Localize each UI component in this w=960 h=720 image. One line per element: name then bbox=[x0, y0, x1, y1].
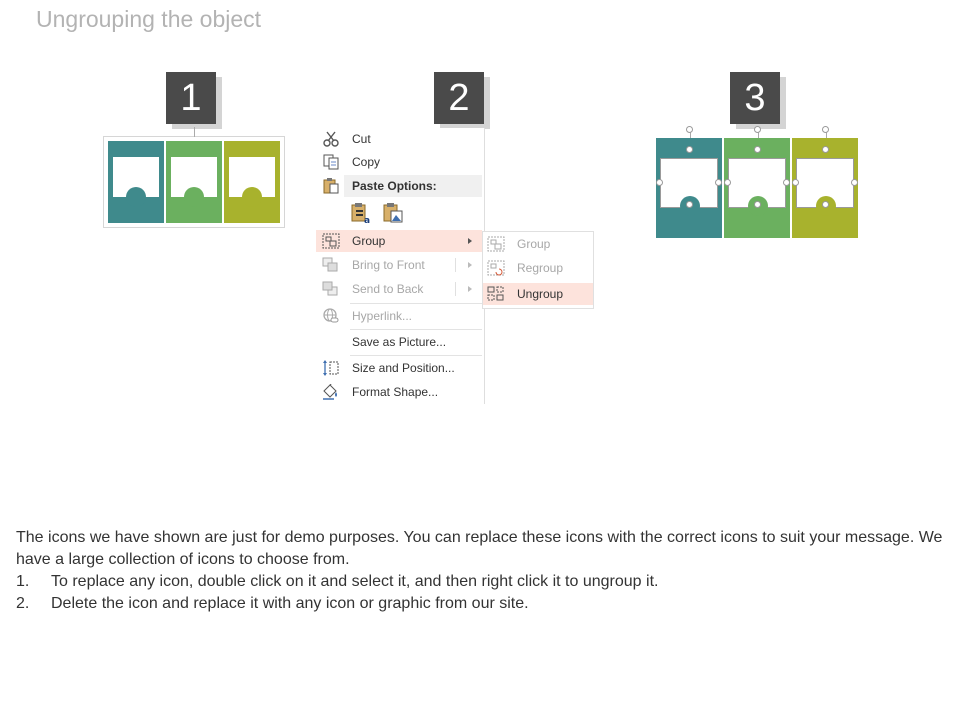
svg-text:a: a bbox=[364, 216, 370, 224]
rotate-stem bbox=[194, 127, 195, 137]
resize-handle[interactable] bbox=[686, 201, 693, 208]
menu-item-size-and-position[interactable]: Size and Position... bbox=[316, 357, 482, 379]
bring-to-front-icon bbox=[322, 257, 338, 272]
submenu-item-group[interactable]: Group bbox=[483, 233, 593, 255]
step-badge-2: 2 bbox=[434, 72, 484, 124]
puzzle-piece-teal[interactable] bbox=[656, 138, 722, 238]
resize-handle[interactable] bbox=[724, 179, 731, 186]
list-text: Delete the icon and replace it with any … bbox=[51, 595, 529, 612]
menu-item-label: Save as Picture... bbox=[352, 335, 447, 349]
step-badge-1: 1 bbox=[166, 72, 216, 124]
menu-item-label: Group bbox=[352, 234, 386, 248]
rotate-stem bbox=[690, 132, 691, 138]
menu-item-group[interactable]: Group bbox=[316, 230, 482, 252]
submenu-arrow-icon bbox=[468, 238, 472, 244]
submenu-item-label: Regroup bbox=[517, 261, 564, 275]
puzzle-piece-olive[interactable] bbox=[224, 141, 280, 223]
resize-handle[interactable] bbox=[822, 146, 829, 153]
rotate-handle[interactable] bbox=[822, 126, 829, 133]
resize-handle[interactable] bbox=[783, 179, 790, 186]
rotate-handle[interactable] bbox=[686, 126, 693, 133]
menu-item-label: Hyperlink... bbox=[352, 309, 413, 323]
menu-separator bbox=[350, 303, 482, 304]
menu-item-label: Cut bbox=[352, 132, 371, 146]
resize-handle[interactable] bbox=[822, 201, 829, 208]
paste-keep-source-icon[interactable]: a bbox=[350, 202, 372, 224]
description: The icons we have shown are just for dem… bbox=[16, 527, 946, 615]
group-icon bbox=[322, 233, 340, 249]
send-to-back-icon bbox=[322, 281, 338, 296]
list-number: 2. bbox=[16, 595, 30, 612]
paint-bucket-icon bbox=[323, 384, 337, 400]
menu-item-label: Bring to Front bbox=[352, 258, 425, 272]
group-submenu: Group Regroup Ungroup bbox=[482, 231, 594, 309]
puzzle-piece-olive[interactable] bbox=[792, 138, 858, 238]
puzzle-piece-green[interactable] bbox=[724, 138, 790, 238]
resize-handle[interactable] bbox=[715, 179, 722, 186]
menu-item-save-as-picture[interactable]: Save as Picture... bbox=[316, 331, 482, 353]
divider bbox=[455, 282, 456, 296]
copy-icon bbox=[323, 154, 339, 170]
menu-item-label: Copy bbox=[352, 155, 381, 169]
submenu-arrow-icon bbox=[468, 262, 472, 268]
menu-item-format-shape[interactable]: Format Shape... bbox=[316, 381, 482, 403]
resize-handle[interactable] bbox=[754, 201, 761, 208]
context-menu: Cut Copy Paste Options: a bbox=[316, 128, 485, 404]
ungrouped-pieces bbox=[656, 126, 862, 240]
scissors-icon bbox=[323, 131, 339, 147]
globe-link-icon bbox=[323, 308, 339, 323]
puzzle-piece-teal[interactable] bbox=[108, 141, 164, 223]
rotate-handle[interactable] bbox=[754, 126, 761, 133]
menu-item-copy[interactable]: Copy bbox=[316, 151, 482, 173]
resize-handle[interactable] bbox=[656, 179, 663, 186]
instruction-item-1: 1. To replace any icon, double click on … bbox=[16, 571, 946, 593]
divider bbox=[455, 258, 456, 272]
menu-item-send-to-back[interactable]: Send to Back bbox=[316, 278, 482, 300]
menu-item-label: Format Shape... bbox=[352, 385, 439, 399]
list-text: To replace any icon, double click on it … bbox=[51, 573, 659, 590]
grouped-pieces[interactable] bbox=[103, 127, 285, 228]
submenu-item-label: Ungroup bbox=[517, 287, 564, 301]
puzzle-piece-green[interactable] bbox=[166, 141, 222, 223]
menu-item-hyperlink[interactable]: Hyperlink... bbox=[316, 305, 482, 327]
list-number: 1. bbox=[16, 573, 30, 590]
menu-item-label: Size and Position... bbox=[352, 361, 455, 375]
menu-separator bbox=[350, 329, 482, 330]
resize-handle[interactable] bbox=[851, 179, 858, 186]
submenu-item-ungroup[interactable]: Ungroup bbox=[483, 283, 593, 305]
rotate-stem bbox=[826, 132, 827, 138]
rotate-stem bbox=[758, 132, 759, 138]
menu-separator bbox=[350, 355, 482, 356]
step-badge-3: 3 bbox=[730, 72, 780, 124]
paste-as-picture-icon[interactable] bbox=[382, 202, 404, 224]
submenu-item-regroup[interactable]: Regroup bbox=[483, 257, 593, 279]
description-intro: The icons we have shown are just for dem… bbox=[16, 529, 943, 568]
group-icon bbox=[487, 236, 505, 252]
paste-options-header: Paste Options: bbox=[344, 175, 482, 197]
size-position-icon bbox=[323, 360, 339, 376]
resize-handle[interactable] bbox=[686, 146, 693, 153]
menu-item-label: Send to Back bbox=[352, 282, 424, 296]
resize-handle[interactable] bbox=[754, 146, 761, 153]
ungroup-icon bbox=[487, 286, 504, 301]
regroup-icon bbox=[487, 260, 505, 276]
paste-icon bbox=[323, 178, 339, 194]
resize-handle[interactable] bbox=[792, 179, 799, 186]
submenu-item-label: Group bbox=[517, 237, 551, 251]
submenu-arrow-icon bbox=[468, 286, 472, 292]
menu-item-bring-to-front[interactable]: Bring to Front bbox=[316, 254, 482, 276]
menu-item-cut[interactable]: Cut bbox=[316, 128, 482, 150]
slide-title: Ungrouping the object bbox=[36, 6, 262, 32]
instruction-item-2: 2. Delete the icon and replace it with a… bbox=[16, 593, 946, 615]
